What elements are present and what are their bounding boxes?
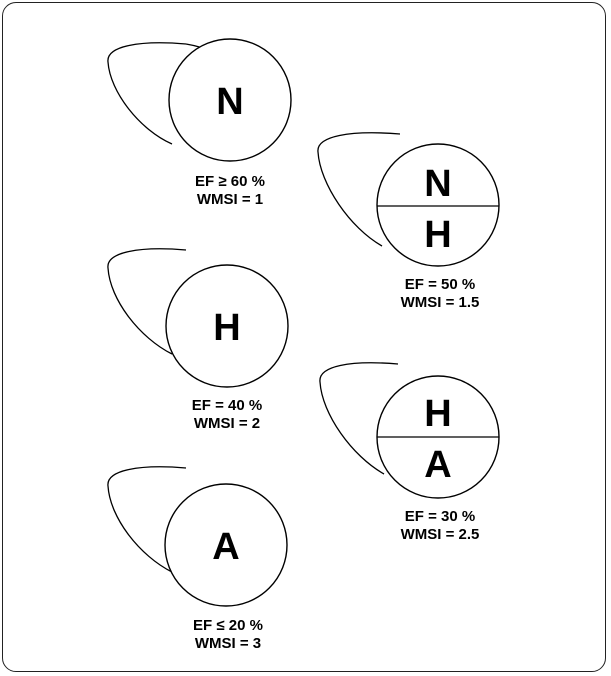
ef-label: EF ≥ 60 % xyxy=(195,173,265,190)
wmsi-label: WMSI = 1 xyxy=(197,191,263,208)
diagram-hypokinetic-akinetic: H A EF = 30 % WMSI = 2.5 xyxy=(319,362,500,543)
label-top: H xyxy=(424,393,451,435)
wmsi-label: WMSI = 2 xyxy=(194,415,260,432)
ef-label: EF = 40 % xyxy=(192,397,262,414)
ventricle-ellipse xyxy=(107,248,187,355)
circle-hypokinetic xyxy=(165,264,289,388)
ventricle-ellipse xyxy=(317,132,401,247)
figure-border xyxy=(2,2,606,672)
diagram-akinetic: A EF ≤ 20 % WMSI = 3 xyxy=(107,466,288,652)
circle-normal xyxy=(168,38,292,162)
label-top: A xyxy=(212,526,239,568)
ventricle-ellipse xyxy=(107,466,187,573)
ef-label: EF ≤ 20 % xyxy=(193,617,263,634)
label-bottom: A xyxy=(424,444,451,486)
ventricle-ellipse xyxy=(319,362,399,475)
wmsi-label: WMSI = 3 xyxy=(195,635,261,652)
wmsi-label: WMSI = 1.5 xyxy=(401,294,480,311)
diagram-normal: N EF ≥ 60 % WMSI = 1 xyxy=(107,38,292,208)
ef-label: EF = 50 % xyxy=(405,276,475,293)
diagram-normal-hypokinetic: N H EF = 50 % WMSI = 1.5 xyxy=(317,132,500,311)
label-top: N xyxy=(424,163,451,205)
label-top: N xyxy=(216,81,243,123)
label-top: H xyxy=(213,307,240,349)
wmsi-label: WMSI = 2.5 xyxy=(401,526,480,543)
circle-akinetic xyxy=(164,483,288,607)
diagram-hypokinetic: H EF = 40 % WMSI = 2 xyxy=(107,248,289,432)
circle-normal-hypokinetic xyxy=(376,143,500,267)
label-bottom: H xyxy=(424,214,451,256)
ef-label: EF = 30 % xyxy=(405,508,475,525)
ventricle-ellipse xyxy=(107,42,187,145)
